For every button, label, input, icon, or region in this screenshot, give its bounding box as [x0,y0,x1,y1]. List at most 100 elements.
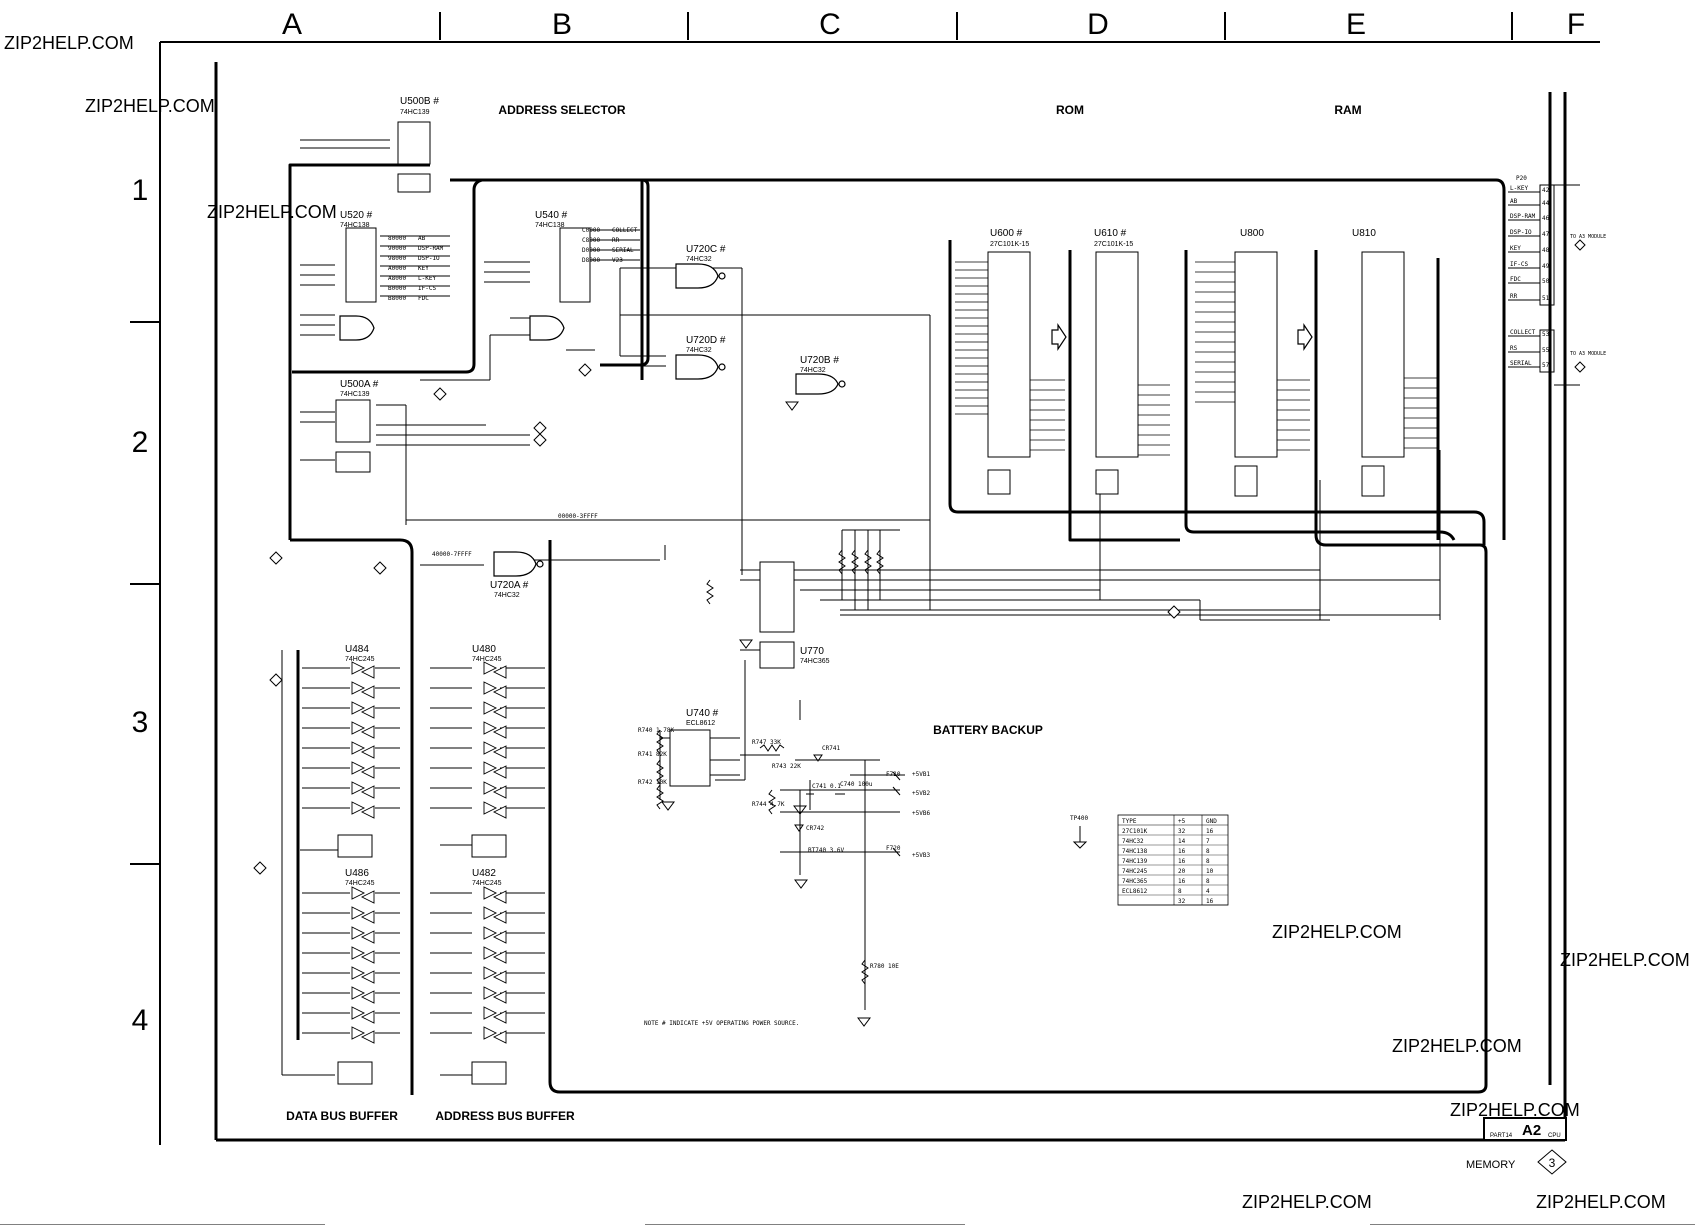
col-label-e: E [1346,8,1366,41]
u482-ref: U482 [472,868,496,879]
buffer-triangle [351,721,366,735]
buffer-triangle [483,1026,498,1040]
u540-sig: SERIAL [612,247,634,254]
buffer-triangle [351,946,366,960]
u800-body [1234,251,1278,458]
passive-parts [656,401,1088,1027]
section-title-rom: ROM [1056,103,1084,117]
u810-ref: U810 [1352,228,1376,239]
chip-labels: U500B # 74HC139 U520 # 74HC138 U540 # 74… [340,96,1376,887]
col-label-d: D [1087,8,1109,41]
battery-part: R747 33K [752,739,781,746]
connector-pin: 44 [1542,200,1550,207]
memory-chip-bodies [987,251,1405,497]
battery-part: R743 22K [772,763,801,770]
u480-type: 74HC245 [472,656,502,663]
buffer-triangle [492,910,507,924]
col-label-a: A [282,8,302,41]
power-table-cell: 16 [1178,858,1186,865]
section-title-address-selector: ADDRESS SELECTOR [498,103,625,117]
connector-sig: KEY [1510,245,1521,252]
power-table-cell: 8 [1206,848,1210,855]
connector-pin: 55 [1542,347,1550,354]
bus-arrows [1051,323,1313,351]
buffer-triangle [351,1026,366,1040]
buffer-triangle [483,761,498,775]
connector-pin: 51 [1542,295,1550,302]
watermark-text: ZIP2HELP.COM [1560,950,1690,970]
buffer-triangle [483,701,498,715]
buffer-triangle [360,1010,375,1024]
watermark-text: ZIP2HELP.COM [1242,1192,1372,1212]
u540-body [559,227,591,303]
power-table-cell: 16 [1178,848,1186,855]
section-titles: ADDRESS SELECTOR ROM RAM BATTERY BACKUP … [286,103,1362,1123]
u520-out: 98000 [388,255,406,262]
offpage-markers [253,363,1181,875]
power-table-cell: 10 [1206,868,1214,875]
battery-rail: +5VB1 [912,771,930,778]
outer-frame [0,12,1695,1225]
buffer-triangle [492,785,507,799]
watermark-text: ZIP2HELP.COM [1392,1036,1522,1056]
u540-out: C8000 [582,237,600,244]
u610-body [1095,251,1139,458]
connector-pin: 46 [1542,215,1550,222]
power-table-cell: 14 [1178,838,1186,845]
u540-sig: RR [612,237,620,244]
buffer-triangle [351,966,366,980]
battery-part: R780 10E [870,963,899,970]
power-table-cell: 27C101K [1122,828,1148,835]
buffer-triangle [492,705,507,719]
battery-part: CR741 [822,745,840,752]
buffer-triangle [360,685,375,699]
buffer-triangle [360,805,375,819]
title-block-board: A2 [1522,1122,1541,1139]
bus-buffer-triangles [351,661,507,1044]
connector-sig: AB [1510,198,1518,205]
decoder-bodies [335,121,795,1085]
u520-type: 74HC138 [340,222,370,229]
u770-body [759,561,795,633]
buffer-triangle [360,745,375,759]
buffer-triangle [351,906,366,920]
section-title-ram: RAM [1334,103,1361,117]
connector-sig: FDC [1510,276,1521,283]
buffer-triangle [351,886,366,900]
connector-p20-label: P20 [1516,175,1527,182]
connector-pin: 50 [1542,278,1550,285]
buffer-triangle [483,781,498,795]
buffer-triangle [492,765,507,779]
u740-type: ECL8612 [686,720,715,727]
u720b-ref: U720B # [800,355,839,366]
u480-ref: U480 [472,644,496,655]
u484-enable [337,834,373,858]
buffer-triangle [351,661,366,675]
power-table-cell: 74HC139 [1122,858,1148,865]
buffer-triangle [492,970,507,984]
power-table-cell: 8 [1206,878,1210,885]
buffer-triangle [483,966,498,980]
title-block-part: PART14 [1490,1133,1513,1139]
buffer-wires [281,650,545,1076]
connector-pin: 49 [1542,263,1550,270]
connector-pin: 42 [1542,187,1550,194]
watermark-text: ZIP2HELP.COM [1450,1100,1580,1120]
buffer-triangle [360,785,375,799]
u500a-enable [335,451,371,473]
buffer-triangle [360,910,375,924]
buffer-triangle [360,950,375,964]
sheet-number: 3 [1549,1156,1556,1170]
row-label-4: 4 [132,1004,149,1037]
buffer-triangle [360,930,375,944]
buffer-triangle [483,721,498,735]
gate-b1 [529,315,565,341]
buffer-triangle [360,890,375,904]
u770-type: 74HC365 [800,658,830,665]
buffer-triangle [351,781,366,795]
u520-sig: L-KEY [418,275,436,282]
watermark-text: ZIP2HELP.COM [207,202,337,222]
u520-sig: AB [418,235,426,242]
